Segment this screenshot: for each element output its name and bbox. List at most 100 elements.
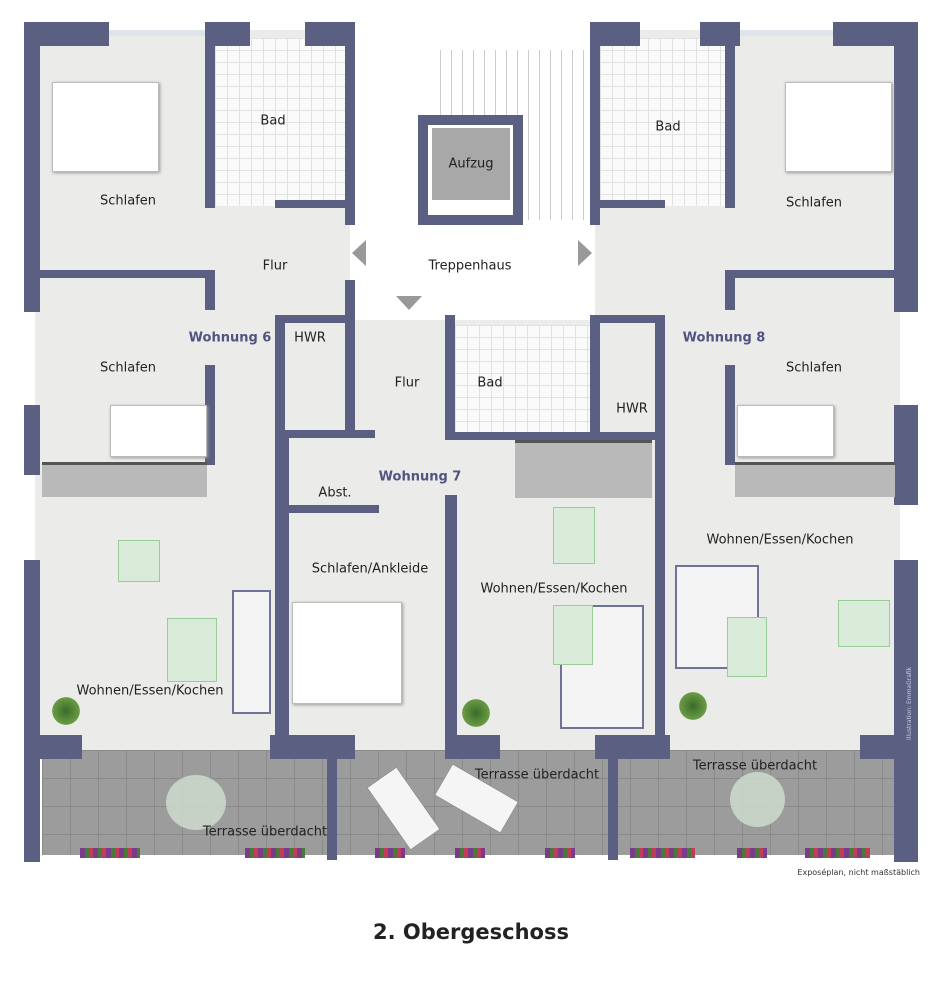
wall [894,560,918,862]
kitchen-counter [515,440,652,498]
room-label: Abst. [318,485,352,501]
arrow-right-icon [578,240,592,266]
room-label: Wohnen/Essen/Kochen [76,683,224,699]
flowers [375,848,405,858]
room-label: Schlafen [99,360,157,376]
plant [460,697,492,729]
kitchen-counter [735,462,895,497]
wall [725,270,895,278]
wall [455,432,655,440]
wall [345,40,355,225]
wall [275,315,285,435]
bed [292,602,402,704]
bed [110,405,207,457]
room-label: Treppenhaus [428,258,512,274]
room-label: Aufzug [448,156,494,172]
coffee-table [727,617,767,677]
flowers [630,848,695,858]
room-label: Schlafen [785,360,843,376]
room-label: Wohnen/Essen/Kochen [480,581,628,597]
wall [655,315,665,755]
disclaimer: Exposéplan, nicht maßstäblich [797,868,920,877]
bed [785,82,892,172]
wall [600,315,665,323]
arrow-down-icon [396,296,422,310]
apartment-label: Wohnung 7 [378,469,462,485]
plant [50,695,82,727]
window [109,30,205,36]
wall [205,365,215,465]
apartment-label: Wohnung 8 [682,330,766,346]
wall [600,200,665,208]
wall [275,200,345,208]
coffee-table [167,618,217,682]
wall [275,430,289,755]
coffee-table [553,605,593,665]
wall [894,22,918,312]
room-label: Bad [260,113,286,129]
wall [345,280,355,430]
plant [677,690,709,722]
wall [725,365,735,465]
wall [595,735,670,759]
room-label: Flur [262,258,288,274]
terrace-divider [608,755,618,860]
wall [205,40,215,208]
wall [24,22,109,46]
flowers [545,848,575,858]
wall [289,505,379,513]
sofa [232,590,271,714]
terrace-divider [327,755,337,860]
wall [40,735,82,759]
wall [445,735,500,759]
flowers [80,848,140,858]
elevator-car [432,128,510,200]
room-label: Bad [655,119,681,135]
flowers [455,848,485,858]
room-label: HWR [294,330,326,346]
flowers [245,848,305,858]
room-label: Terrasse überdacht [474,767,600,783]
wall [590,315,600,440]
wall [24,22,40,312]
arrow-left-icon [352,240,366,266]
wall [205,270,215,310]
room-label: HWR [616,401,648,417]
wall [833,22,918,46]
flowers [737,848,767,858]
wall [725,40,735,208]
window [740,30,833,36]
dining-table [553,507,595,564]
wall [40,270,215,278]
room-label: Terrasse überdacht [692,758,818,774]
bathroom-left [215,38,345,206]
wall [275,315,355,323]
room-label: Schlafen [99,193,157,209]
room-label: Bad [477,375,503,391]
wall [725,270,735,310]
wall [24,560,40,862]
wall [445,315,455,440]
wall [445,495,457,755]
wall [270,735,355,759]
room-label: Schlafen/Ankleide [311,561,429,577]
wall [894,405,918,505]
apartment-label: Wohnung 6 [188,330,272,346]
wall [275,430,375,438]
flowers [805,848,870,858]
wall [860,735,900,759]
terrace-table [166,775,226,830]
bathroom-center [455,325,600,435]
floor-title: 2. Obergeschoss [373,920,569,944]
wall [24,405,40,475]
room-label: Wohnen/Essen/Kochen [706,532,854,548]
dining-table [118,540,160,582]
bed [737,405,834,457]
dining-table [838,600,890,647]
bathroom-right [600,38,725,206]
terrace-table [730,772,785,827]
room-label: Schlafen [785,195,843,211]
illustration-credit: Illustration: EmmaGrafik [906,666,913,740]
room-label: Terrasse überdacht [202,824,328,840]
